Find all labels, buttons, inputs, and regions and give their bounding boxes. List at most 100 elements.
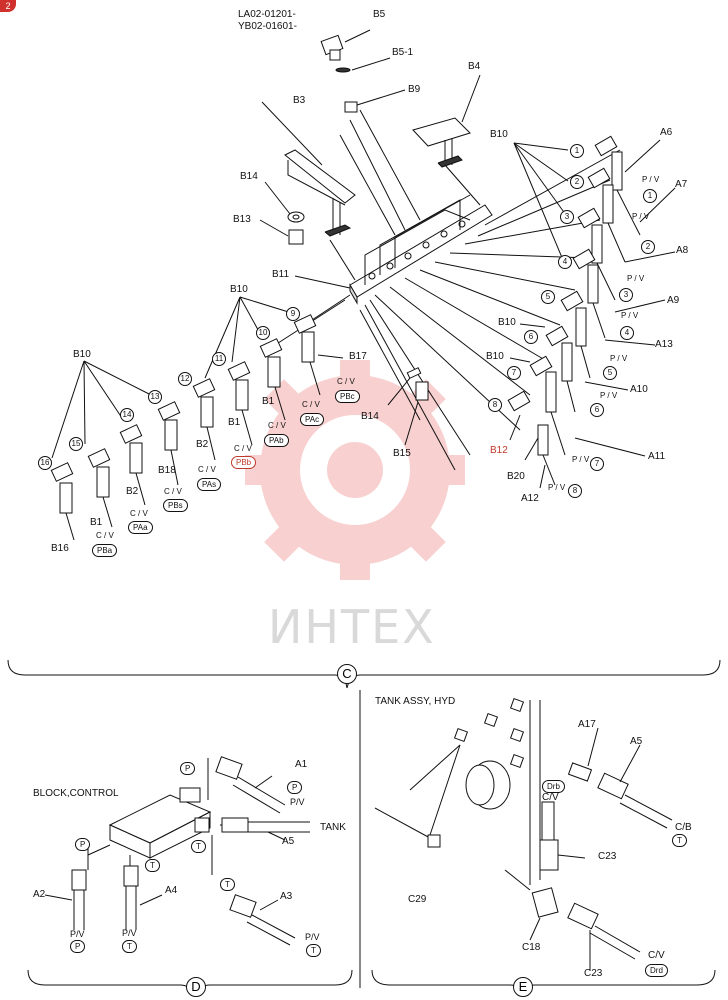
label-a17: A17 xyxy=(578,719,596,730)
pv-label: P / V xyxy=(572,455,590,464)
control-block-drawing xyxy=(44,756,310,946)
port-oval-t: T xyxy=(145,859,160,872)
pv-label: P / V xyxy=(632,212,650,221)
leader-line xyxy=(419,269,561,326)
label-a1: A1 xyxy=(295,759,308,770)
cv-label: C / V xyxy=(302,400,320,409)
port-number-circle: 10 xyxy=(256,326,270,340)
label-b11: B11 xyxy=(272,269,290,280)
label-c-v-b: C/V xyxy=(648,950,665,961)
port-number-circle: 7 xyxy=(507,366,521,380)
label-c23-b: C23 xyxy=(584,968,603,979)
port-oval-drb: Drb xyxy=(542,780,565,793)
washer-b14-b13 xyxy=(259,181,305,245)
port-number-circle: 15 xyxy=(69,437,83,451)
port-oval-t: T xyxy=(220,878,235,891)
label-a2: A2 xyxy=(33,889,46,900)
port-oval-p: P xyxy=(75,838,91,851)
port-oval-paa: PAa xyxy=(128,521,153,534)
label-a8: A8 xyxy=(676,245,689,256)
leader-b20 xyxy=(524,437,539,461)
port-oval-p: P xyxy=(70,940,86,953)
label-a6: A6 xyxy=(660,127,673,138)
port-oval-t: T xyxy=(306,944,321,957)
label-b17: B17 xyxy=(349,351,367,362)
manifold-b11 xyxy=(349,204,493,305)
label-a5-e: A5 xyxy=(630,736,643,747)
port-number-circle: 9 xyxy=(286,307,300,321)
cv-label: C / V xyxy=(268,421,286,430)
fitting-b9 xyxy=(344,89,406,113)
label-c23-a: C23 xyxy=(598,851,617,862)
cv-label: C / V xyxy=(234,444,252,453)
label-c-b: C/B xyxy=(675,822,692,833)
leader-line xyxy=(349,119,406,231)
leader-line xyxy=(404,277,546,361)
leader-line xyxy=(434,261,576,291)
port-number-circle: 12 xyxy=(178,372,192,386)
port-oval-pbc: PBc xyxy=(335,390,360,403)
leader-b10-mid1 xyxy=(519,323,546,328)
pv-label: P / V xyxy=(642,175,660,184)
label-b3: B3 xyxy=(293,95,306,106)
port-number-circle: 4 xyxy=(558,255,572,269)
label-b14-top: B14 xyxy=(240,171,258,182)
port-oval-pbs: PBs xyxy=(163,499,188,512)
pv-label: P/V xyxy=(290,797,305,807)
label-b18: B18 xyxy=(158,465,176,476)
section-marker-c: C xyxy=(337,664,357,684)
left-fittings xyxy=(50,314,321,541)
leader-line xyxy=(364,304,456,471)
leader-line xyxy=(477,179,611,237)
port-oval-p: P xyxy=(180,762,196,775)
label-a11: A11 xyxy=(648,451,666,462)
hose-end-circle: 2 xyxy=(641,240,655,254)
cv-label: C / V xyxy=(164,487,182,496)
cv-label: C / V xyxy=(130,509,148,518)
port-number-circle: 14 xyxy=(120,408,134,422)
label-b1-a: B1 xyxy=(90,517,103,528)
section-e-title: TANK ASSY, HYD xyxy=(375,696,456,707)
cv-label: C / V xyxy=(198,465,216,474)
port-oval-drd: Drd xyxy=(645,964,668,977)
leader-fan-right xyxy=(513,142,569,261)
label-b10-left: B10 xyxy=(230,284,248,295)
manifold-ports xyxy=(368,220,466,280)
port-number-circle: 6 xyxy=(524,330,538,344)
leader-line xyxy=(359,309,421,421)
label-c18: C18 xyxy=(522,942,541,953)
label-a4: A4 xyxy=(165,885,178,896)
hose-end-circle: 1 xyxy=(643,189,657,203)
right-fittings xyxy=(507,135,641,486)
port-number-circle: 8 xyxy=(488,398,502,412)
section-d-title: BLOCK,CONTROL xyxy=(33,788,119,799)
leader-b11 xyxy=(294,275,351,289)
leader-line xyxy=(329,239,356,281)
label-b5-1: B5-1 xyxy=(392,47,414,58)
section-marker-d: D xyxy=(186,977,206,997)
label-a13: A13 xyxy=(655,339,673,350)
cv-label: C / V xyxy=(337,377,355,386)
label-b10-right: B10 xyxy=(490,129,508,140)
pv-label: P / V xyxy=(548,483,566,492)
label-a10: A10 xyxy=(630,384,648,395)
leader-line xyxy=(484,149,621,226)
pv-label: P/V xyxy=(122,928,137,938)
label-a9: A9 xyxy=(667,295,680,306)
port-oval-pba: PBa xyxy=(92,544,118,557)
port-number-circle: 16 xyxy=(38,456,52,470)
hose-end-circle: 4 xyxy=(620,326,634,340)
label-tank: TANK xyxy=(320,822,346,833)
leader-b3 xyxy=(261,101,323,166)
port-oval-pas: PAs xyxy=(197,478,222,491)
port-oval-pac: PAc xyxy=(300,413,325,426)
pv-label: P / V xyxy=(627,274,645,283)
fitting-b14-b15 xyxy=(387,367,429,446)
label-c29: C29 xyxy=(408,894,427,905)
pv-label: P/V xyxy=(305,932,320,942)
port-number-circle: 2 xyxy=(570,175,584,189)
hose-end-circle: 6 xyxy=(590,403,604,417)
sensor-b5 xyxy=(320,29,391,73)
leader-line xyxy=(389,286,531,396)
